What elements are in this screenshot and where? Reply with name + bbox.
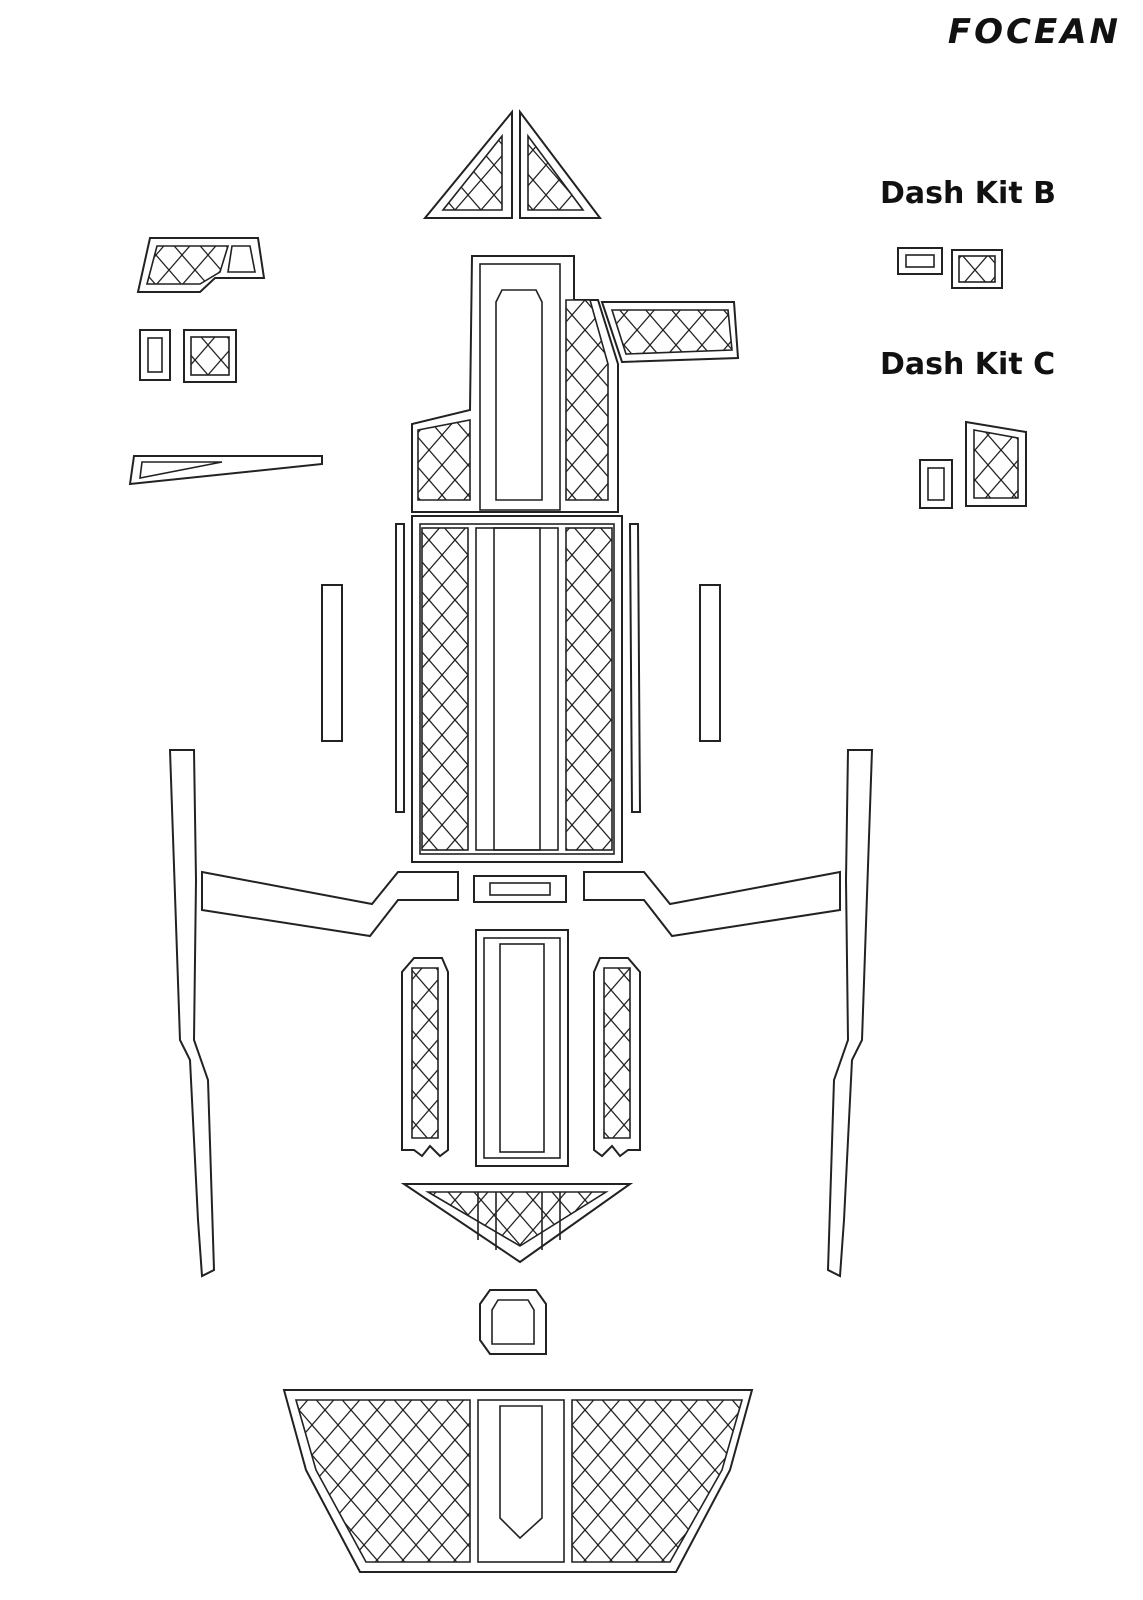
dash-kit-b-label: Dash Kit B xyxy=(880,176,1056,211)
cockpit-side-rail-right xyxy=(628,523,642,813)
dash-kit-c-label: Dash Kit C xyxy=(880,347,1056,382)
left-small-pad-2 xyxy=(183,329,237,383)
dash-kit-b-pad-1 xyxy=(897,247,943,275)
left-wedge-strip xyxy=(128,455,323,486)
stern-wedge-pad xyxy=(400,1183,634,1264)
step-pad xyxy=(479,1289,547,1355)
brand-logo: FOCEAN xyxy=(947,12,1121,52)
aft-center-pad xyxy=(475,929,569,1167)
gunwale-pad-left xyxy=(168,749,459,1278)
bow-triangle-pad-right xyxy=(519,109,603,219)
cockpit-floor-pad xyxy=(411,515,623,863)
side-bar-left xyxy=(321,584,343,742)
helm-side-wing-pad xyxy=(600,301,740,364)
center-small-pad xyxy=(473,875,567,903)
helm-center-pad xyxy=(411,255,619,513)
cockpit-side-rail-left xyxy=(395,523,405,813)
bow-triangle-pad-left xyxy=(422,109,513,219)
aft-side-pad-right xyxy=(593,957,641,1158)
side-bar-right xyxy=(699,584,721,742)
dash-kit-c-pad-2 xyxy=(965,420,1027,507)
gunwale-pad-right xyxy=(583,749,874,1278)
swim-platform-pad xyxy=(282,1389,754,1573)
left-small-pad-1 xyxy=(139,329,171,381)
aft-side-pad-left xyxy=(401,957,449,1158)
dash-kit-c-pad-1 xyxy=(919,459,953,509)
dash-kit-b-pad-2 xyxy=(951,249,1003,289)
left-dash-pad xyxy=(136,237,266,293)
